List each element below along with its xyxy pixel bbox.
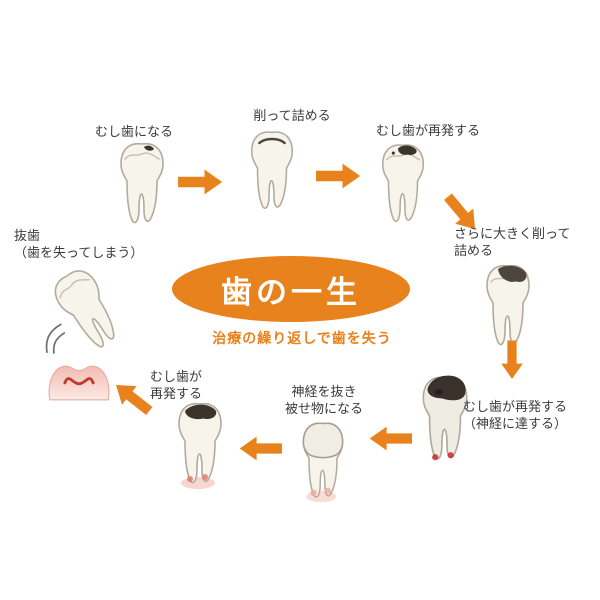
stage-5-label-line2: （神経に達する） xyxy=(463,416,568,431)
stage-4-label-line1: さらに大きく削って xyxy=(454,226,571,241)
stage-3-label: むし歯が再発する xyxy=(375,123,480,138)
tooth-small-cavity-icon xyxy=(120,142,164,224)
tooth-recurrent-cavity-icon xyxy=(381,144,425,222)
arrow-left-icon xyxy=(369,426,412,451)
stage-4-label-line2: 詰める xyxy=(454,243,494,258)
stage-6-label-line1: 神経を抜き xyxy=(291,384,357,399)
arrow-right-icon xyxy=(178,169,223,195)
stage-5-label: むし歯が再発する （神経に達する） xyxy=(463,398,567,432)
arrow-right-icon xyxy=(316,163,361,189)
diagram-subtitle: 治療の繰り返しで歯を失う xyxy=(212,330,392,346)
stage-1-label: むし歯になる xyxy=(94,124,173,139)
stage-8-label-line2: （歯を失ってしまう） xyxy=(14,245,144,260)
extracted-tooth-icon xyxy=(54,270,115,348)
tooth-large-filling-icon xyxy=(486,264,530,346)
arrow-left-icon xyxy=(239,436,282,461)
stage-6-label: 神経を抜き 被せ物になる xyxy=(282,383,366,417)
arrow-down-icon xyxy=(501,340,523,379)
stage-2-label: 削って詰める xyxy=(253,108,331,123)
tooth-decay-to-nerve-icon xyxy=(422,375,468,461)
stage-7-label-line2: 再発する xyxy=(149,386,202,401)
tooth-decay-under-crown-icon xyxy=(178,402,222,489)
tooth-filling-icon xyxy=(250,131,294,209)
diagram-title: 歯の一生 xyxy=(221,274,361,310)
stage-7-label: むし歯が 再発する xyxy=(138,368,214,402)
motion-lines-icon xyxy=(45,323,66,354)
center-title-ellipse: 歯の一生 xyxy=(172,256,410,322)
gum-socket-icon xyxy=(48,365,110,401)
tooth-crown-icon xyxy=(302,422,344,503)
stage-8-label: 抜歯 （歯を失ってしまう） xyxy=(14,227,143,261)
stage-7-label-line1: むし歯が xyxy=(149,369,202,384)
stage-8-label-line1: 抜歯 xyxy=(14,228,41,243)
arrow-down-right-icon xyxy=(443,193,476,230)
arrow-up-left-icon xyxy=(115,384,153,416)
stage-4-label: さらに大きく削って 詰める xyxy=(454,225,570,259)
stage-5-label-line1: むし歯が再発する xyxy=(463,399,568,414)
stage-6-label-line2: 被せ物になる xyxy=(284,401,363,416)
